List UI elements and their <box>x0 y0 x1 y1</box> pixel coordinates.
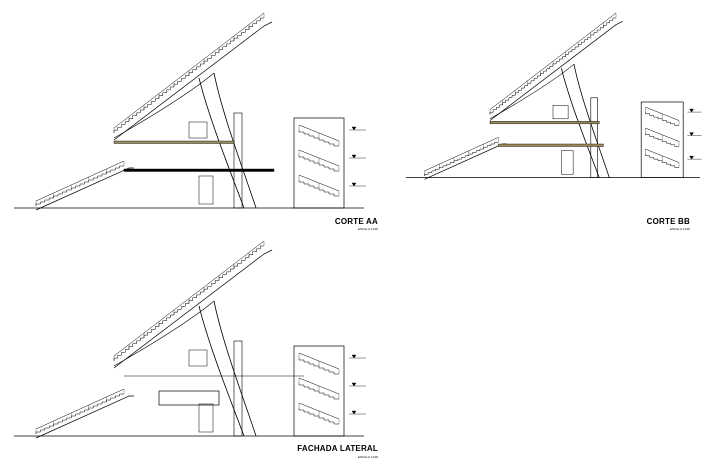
floor-slab-lower <box>123 168 275 172</box>
corte-aa-title: CORTE AA <box>334 217 378 226</box>
core-wall <box>233 112 243 209</box>
corte-bb-title: CORTE BB <box>646 217 690 226</box>
upper-stand-soffit <box>489 21 623 121</box>
lower-stand-soffit <box>35 395 134 439</box>
lower-stand-treads <box>35 393 124 434</box>
level-triangle-2 <box>689 155 694 160</box>
upper-stand-soffit <box>113 21 273 141</box>
opening-lower <box>198 403 214 433</box>
floor-slab-upper <box>113 140 235 144</box>
opening-lower <box>561 150 574 175</box>
level-triangle-1 <box>351 382 357 387</box>
level-triangle-2 <box>351 182 357 187</box>
level-triangle-0 <box>689 108 694 113</box>
floor-slab-upper <box>489 121 600 125</box>
lower-stand-handrail <box>35 160 125 202</box>
corte-aa-scale: ESCALA 1:100 <box>357 227 378 231</box>
lower-stand-handrail <box>35 388 125 430</box>
core-wall <box>233 340 243 437</box>
level-triangle-0 <box>351 354 357 359</box>
support-arch <box>113 72 215 139</box>
tower-block <box>293 117 345 209</box>
level-triangle-1 <box>351 154 357 159</box>
tower-block <box>640 101 684 178</box>
level-triangle-2 <box>351 410 357 415</box>
opening-upper <box>188 349 208 367</box>
corte-bb-group <box>406 12 702 180</box>
fachada-lateral-group <box>14 240 366 439</box>
opening-upper <box>552 105 569 120</box>
opening-upper <box>188 121 208 139</box>
support-arch <box>489 63 575 120</box>
fachada-lateral-title: FACHADA LATERAL <box>297 444 378 453</box>
inclined-column-back <box>213 72 257 209</box>
lower-stand-soffit <box>35 167 134 211</box>
lower-stand-treads <box>424 142 499 176</box>
corte-bb-scale: ESCALA 1:100 <box>669 227 690 231</box>
floor-slab-lower <box>498 143 604 147</box>
core-wall <box>590 97 598 178</box>
fachada-lateral-scale: ESCALA 1:100 <box>357 455 378 459</box>
lower-stand-treads <box>35 165 124 206</box>
upper-stand-soffit <box>113 249 273 369</box>
lower-stand-handrail <box>424 137 499 172</box>
inclined-column-front <box>198 305 245 437</box>
level-triangle-1 <box>689 132 694 136</box>
lower-stand-soffit <box>424 143 507 180</box>
level-triangle-0 <box>351 126 357 131</box>
opening-lower <box>198 175 214 205</box>
corte-aa-group <box>14 12 366 211</box>
tower-block <box>293 345 345 437</box>
box-volume <box>158 390 220 406</box>
support-arch <box>113 300 215 367</box>
inclined-column-back <box>213 300 257 437</box>
inclined-column-back <box>573 64 610 178</box>
